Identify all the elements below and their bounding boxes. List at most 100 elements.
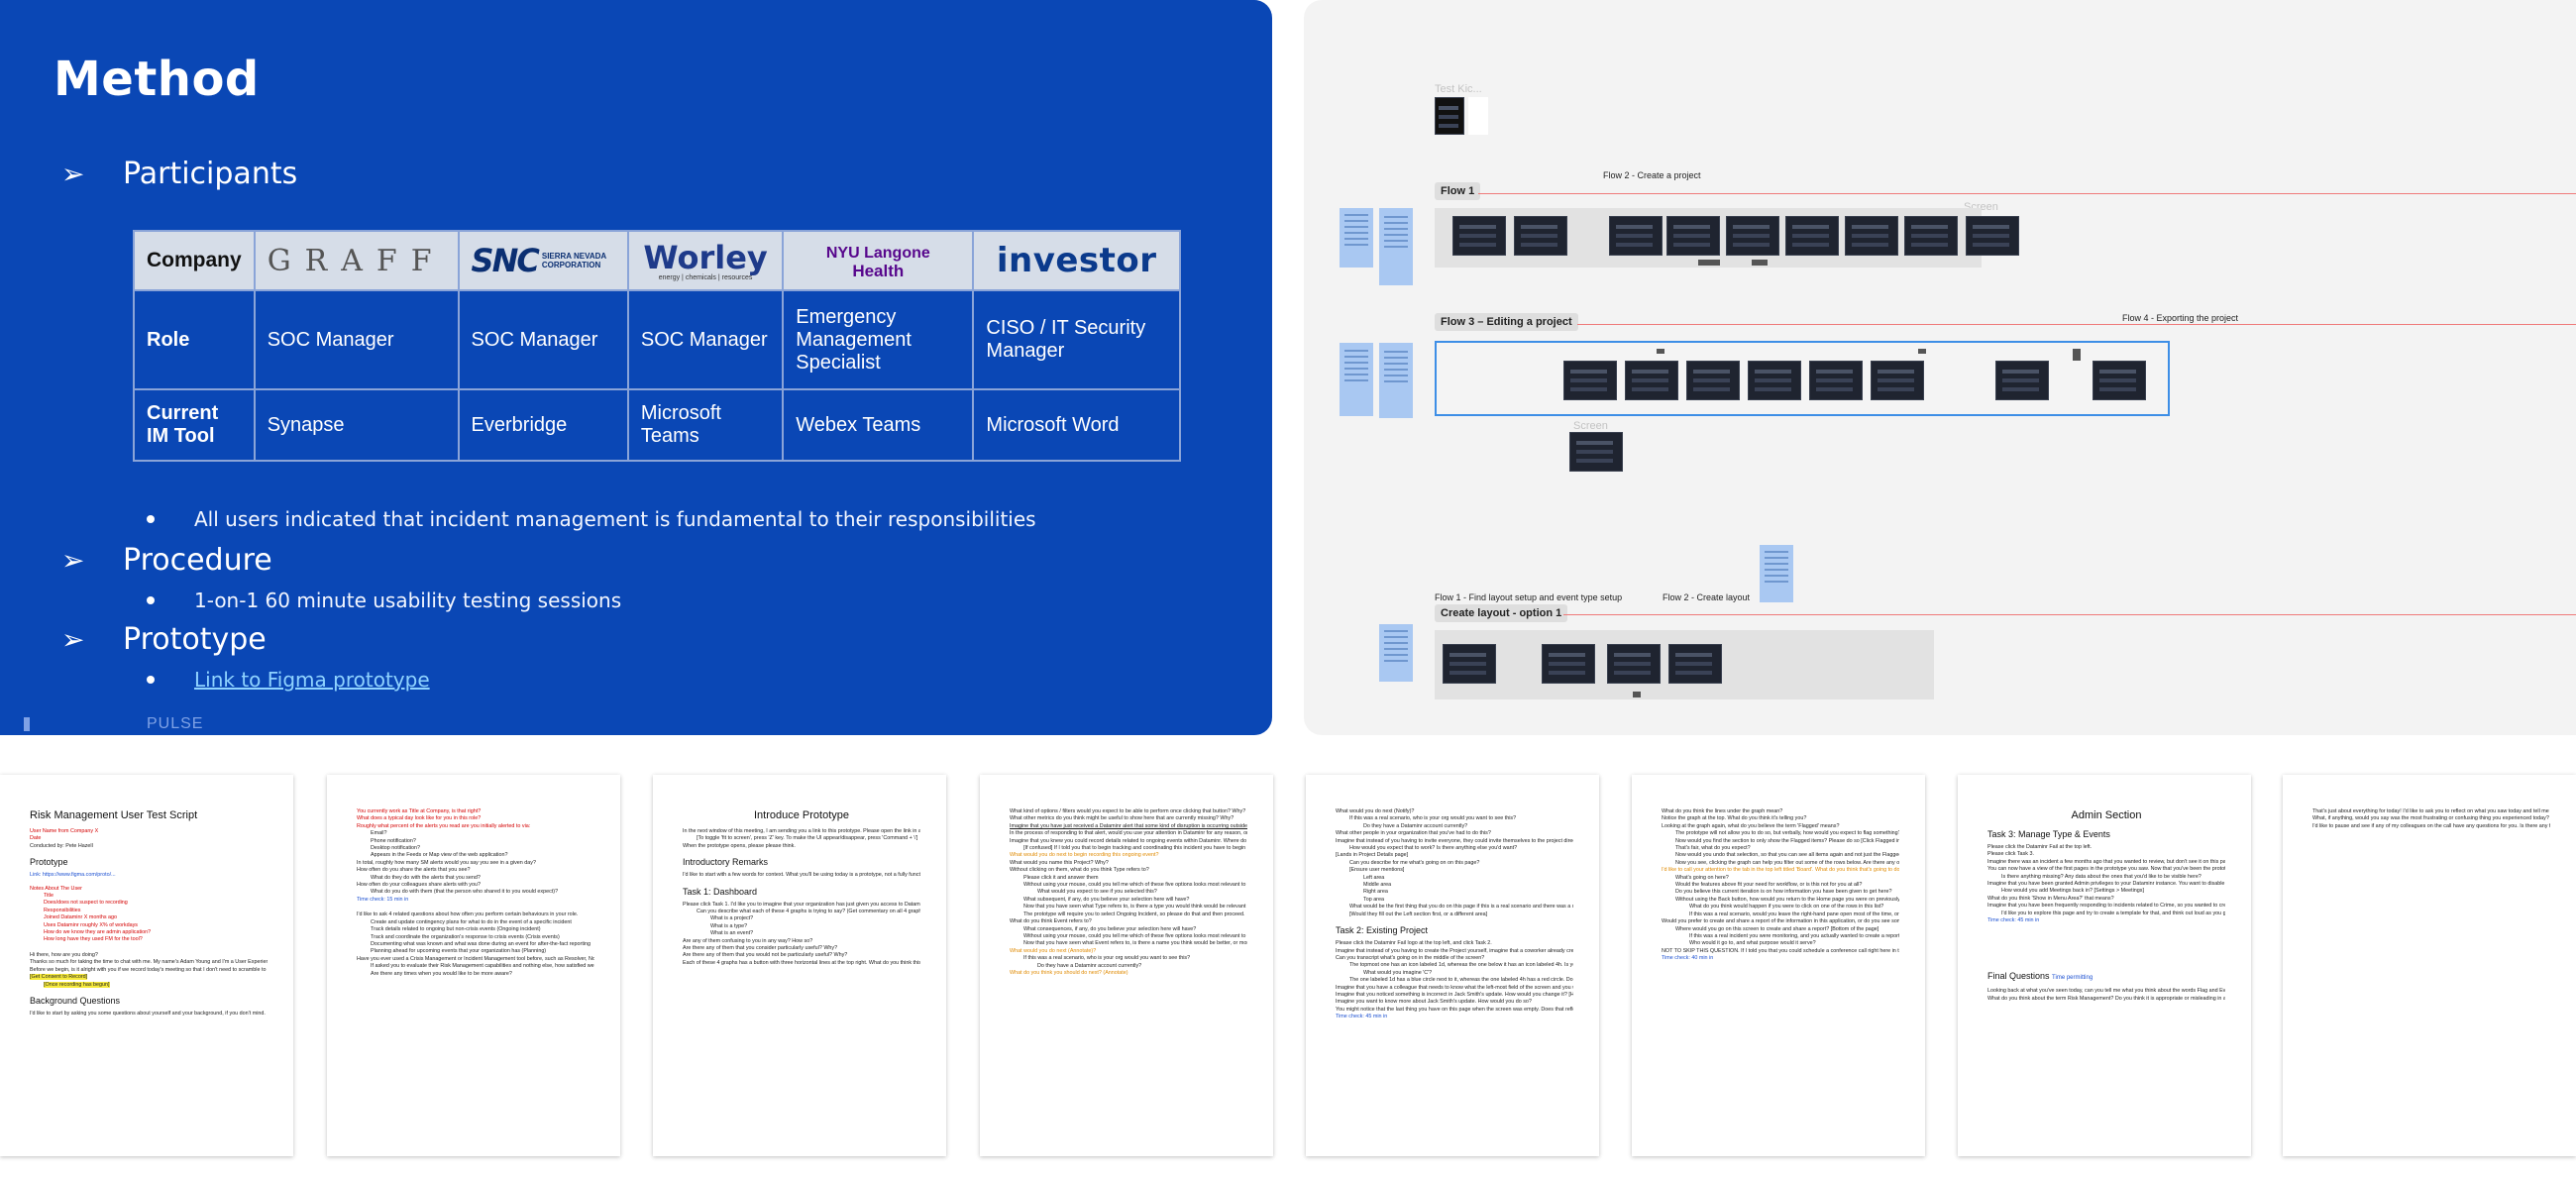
script-page-4[interactable]: What kind of options / filters would you… [980,775,1273,1156]
comment-chip[interactable] [1657,349,1664,354]
tool-cell: Microsoft Teams [626,388,785,462]
comment-chip[interactable] [2073,349,2081,361]
screen-thumbnail[interactable] [1569,432,1623,472]
screen-thumbnail[interactable] [1871,361,1924,400]
screen-thumbnail[interactable] [1809,361,1863,400]
screen-thumbnail[interactable] [1609,216,1663,256]
screen-thumbnail[interactable] [1542,644,1595,684]
flow1-label[interactable]: Flow 1 [1435,182,1481,200]
screen-thumbnail[interactable] [1607,644,1661,684]
screen-thumbnail[interactable] [1668,644,1722,684]
screen-thumbnail[interactable] [1686,361,1740,400]
screen-thumbnail[interactable] [1785,216,1839,256]
figma-prototype-link[interactable]: Link to Figma prototype [194,668,430,692]
screen-thumbnail[interactable] [1666,216,1720,256]
sticky-note[interactable] [1379,343,1413,418]
tool-cell: Microsoft Word [972,388,1181,462]
script-page-5[interactable]: What would you do next (Notify)? If this… [1306,775,1599,1156]
logo-investor: investor [972,230,1181,291]
arrow-bullet-icon: ➢ [61,544,85,577]
sticky-note[interactable] [1340,208,1373,268]
comment-chip[interactable] [1752,260,1768,266]
flow1-find-layout-label: Flow 1 - Find layout setup and event typ… [1435,592,1623,602]
screen-thumbnail[interactable] [1845,216,1898,256]
slide-title: Method [54,52,260,107]
pulse-logo-icon [24,716,30,731]
screen-thumbnail[interactable] [1995,361,2049,400]
comment-chip[interactable] [1918,349,1926,354]
flow1-connector [1478,193,2576,194]
script-page-7[interactable]: Admin Section Task 3: Manage Type & Even… [1958,775,2251,1156]
figma-board[interactable]: Test Kic... Flow 2 - Create a project Fl… [1304,0,2576,735]
selected-flow3-section[interactable] [1435,341,2170,416]
script-page-3[interactable]: Introduce Prototype In the next window o… [653,775,946,1156]
flow3-connector [1577,324,2576,325]
script-page-2[interactable]: You currently work as Title at Company, … [327,775,620,1156]
script-title: Risk Management User Test Script [30,809,198,821]
sticky-note[interactable] [1340,343,1373,416]
dot-bullet-icon [147,515,155,523]
create-layout-option-label[interactable]: Create layout - option 1 [1435,604,1568,622]
tool-row: Current IM Tool Synapse Everbridge Micro… [133,388,1181,462]
screen-thumbnail[interactable] [2093,361,2146,400]
role-label: Role [133,289,256,390]
role-cell: Emergency Management Specialist [782,289,975,390]
kickoff-notes[interactable] [1468,97,1488,135]
role-cell: SOC Manager [253,289,460,390]
sticky-note[interactable] [1760,545,1793,602]
arrow-bullet-icon: ➢ [61,623,85,656]
logo-graff: GRAFF [253,230,460,291]
sticky-note[interactable] [1379,208,1413,285]
test-script-pages: Risk Management User Test Script User Na… [0,775,2576,1161]
tool-cell: Synapse [253,388,460,462]
flow4-label: Flow 4 - Exporting the project [2122,313,2239,323]
company-row: Company GRAFF SNC SIERRA NEVADA CORPORAT… [133,230,1181,291]
screen-thumbnail[interactable] [1514,216,1567,256]
participants-heading: ➢ Participants [61,157,297,191]
procedure-detail: 1-on-1 60 minute usability testing sessi… [147,589,621,612]
company-label: Company [133,230,256,291]
all-users-note: All users indicated that incident manage… [147,507,1036,531]
tool-label: Current IM Tool [133,388,256,462]
dot-bullet-icon [147,596,155,604]
role-cell: CISO / IT Security Manager [972,289,1181,390]
participants-table: Company GRAFF SNC SIERRA NEVADA CORPORAT… [133,230,1181,462]
tool-cell: Everbridge [457,388,629,462]
dot-bullet-icon [147,676,155,684]
test-kickoff-label: Test Kic... [1435,83,1482,95]
role-row: Role SOC Manager SOC Manager SOC Manager… [133,289,1181,390]
screen-thumbnail[interactable] [1748,361,1801,400]
comment-chip[interactable] [1698,260,1720,266]
flow2-create-project-label: Flow 2 - Create a project [1603,170,1701,180]
screen-ghost-label-2: Screen [1573,420,1608,432]
flow3-label[interactable]: Flow 3 – Editing a project [1435,313,1578,331]
tool-cell: Webex Teams [782,388,975,462]
script-page-1[interactable]: Risk Management User Test Script User Na… [0,775,293,1156]
method-slide: Method ➢ Participants Company GRAFF SNC … [0,0,1272,735]
arrow-bullet-icon: ➢ [61,158,85,190]
prototype-link-row: Link to Figma prototype [147,668,430,692]
participants-label: Participants [123,157,298,191]
script-page-6[interactable]: What do you think the lines under the gr… [1632,775,1925,1156]
flow2-create-layout-label: Flow 2 - Create layout [1663,592,1751,602]
sticky-note[interactable] [1379,624,1413,682]
screen-thumbnail[interactable] [1966,216,2019,256]
screen-thumbnail[interactable] [1452,216,1506,256]
screen-thumbnail[interactable] [1563,361,1617,400]
screen-thumbnail[interactable] [1904,216,1958,256]
create-layout-connector [1563,614,2576,615]
screen-thumbnail[interactable] [1443,644,1496,684]
logo-worley: Worley energy | chemicals | resources [626,230,785,291]
logo-snc: SNC SIERRA NEVADA CORPORATION [457,230,629,291]
procedure-heading: ➢ Procedure [61,543,272,578]
screen-thumbnail[interactable] [1625,361,1678,400]
prototype-url[interactable]: Link: https://www.figma.com/proto/... [30,872,116,879]
logo-nyu-langone: NYU Langone Health [782,230,975,291]
role-cell: SOC Manager [626,289,785,390]
script-page-8[interactable]: That's just about everything for today! … [2283,775,2576,1156]
kickoff-frame[interactable] [1435,97,1464,135]
prototype-heading: ➢ Prototype [61,622,267,657]
comment-chip[interactable] [1633,692,1641,697]
screen-thumbnail[interactable] [1726,216,1779,256]
slide-footer: PULSE [24,715,203,733]
